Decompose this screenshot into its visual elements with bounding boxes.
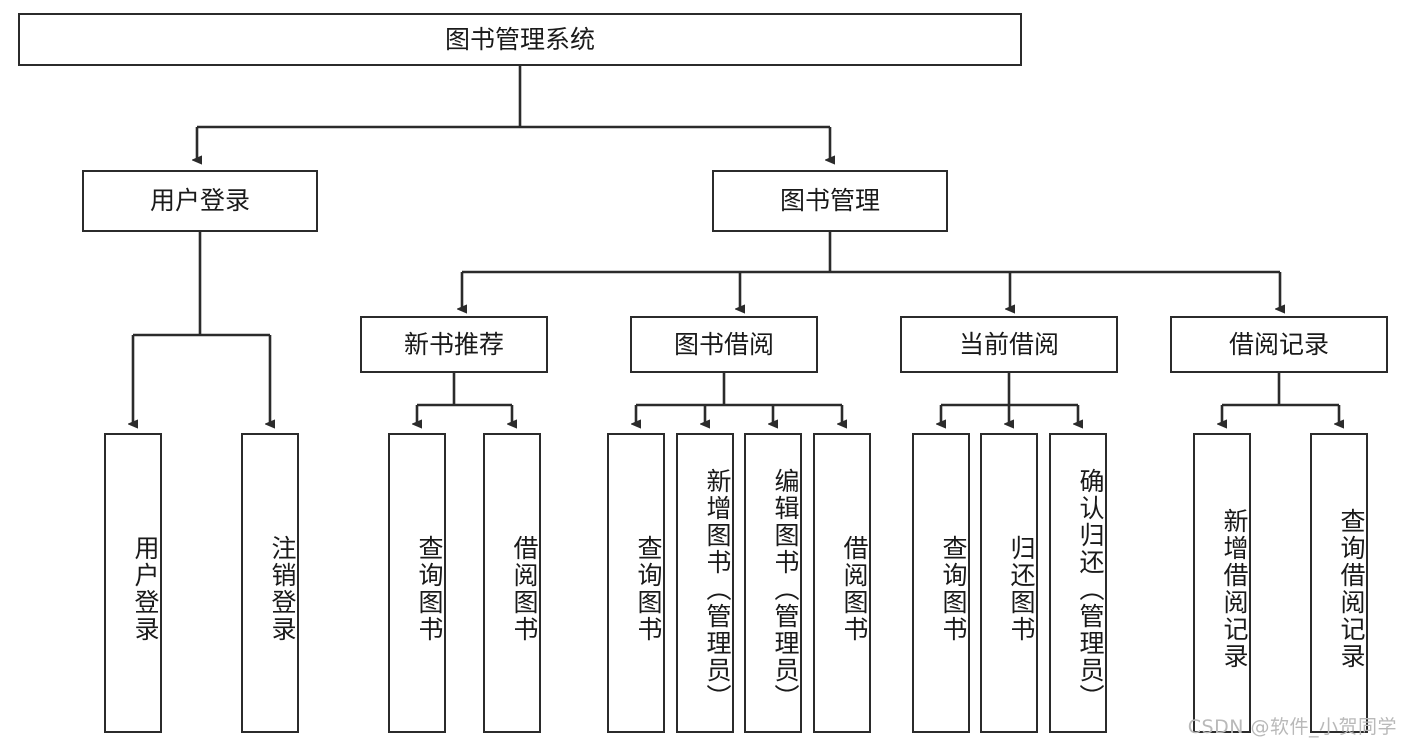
node-label: 注销登录 [268, 535, 297, 643]
node-book-management[interactable]: 图书管理 [712, 170, 948, 232]
node-label: 借阅图书 [510, 535, 539, 643]
node-label: 编辑图书（管理员） [771, 467, 800, 711]
leaf-borrow-borrow-book[interactable]: 借阅图书 [813, 433, 871, 733]
node-label: 图书管理 [779, 186, 880, 216]
node-label: 借阅记录 [1228, 329, 1329, 359]
leaf-current-confirm-return[interactable]: 确认归还（管理员） [1049, 433, 1107, 733]
node-user-login[interactable]: 用户登录 [82, 170, 318, 232]
node-label: 确认归还（管理员） [1076, 467, 1105, 711]
node-new-book-recommend[interactable]: 新书推荐 [360, 316, 548, 373]
node-label: 新增借阅记录 [1220, 508, 1249, 670]
node-borrow-records[interactable]: 借阅记录 [1170, 316, 1388, 373]
leaf-user-login-logout[interactable]: 注销登录 [241, 433, 299, 733]
node-label: 新书推荐 [403, 329, 504, 359]
node-current-borrow[interactable]: 当前借阅 [900, 316, 1118, 373]
leaf-user-login-login[interactable]: 用户登录 [104, 433, 162, 733]
leaf-recommend-query-book[interactable]: 查询图书 [388, 433, 446, 733]
leaf-borrow-query-book[interactable]: 查询图书 [607, 433, 665, 733]
leaf-current-return-book[interactable]: 归还图书 [980, 433, 1038, 733]
leaf-borrow-edit-book[interactable]: 编辑图书（管理员） [744, 433, 802, 733]
node-label: 用户登录 [131, 535, 160, 643]
leaf-borrow-add-book[interactable]: 新增图书（管理员） [676, 433, 734, 733]
leaf-records-query-record[interactable]: 查询借阅记录 [1310, 433, 1368, 733]
leaf-recommend-borrow-book[interactable]: 借阅图书 [483, 433, 541, 733]
node-label: 归还图书 [1007, 535, 1036, 643]
node-label: 查询图书 [415, 535, 444, 643]
leaf-records-add-record[interactable]: 新增借阅记录 [1193, 433, 1251, 733]
node-label: 图书管理系统 [444, 24, 595, 54]
node-label: 借阅图书 [840, 535, 869, 643]
node-label: 新增图书（管理员） [703, 467, 732, 711]
node-label: 当前借阅 [958, 329, 1059, 359]
node-label: 查询借阅记录 [1337, 508, 1366, 670]
csdn-watermark: CSDN @软件_小贺同学 [1187, 716, 1397, 738]
node-label: 用户登录 [149, 186, 250, 216]
node-label: 查询图书 [939, 535, 968, 643]
node-label: 图书借阅 [673, 329, 774, 359]
node-root-system[interactable]: 图书管理系统 [18, 13, 1022, 66]
node-label: 查询图书 [634, 535, 663, 643]
node-book-borrow[interactable]: 图书借阅 [630, 316, 818, 373]
leaf-current-query-book[interactable]: 查询图书 [912, 433, 970, 733]
